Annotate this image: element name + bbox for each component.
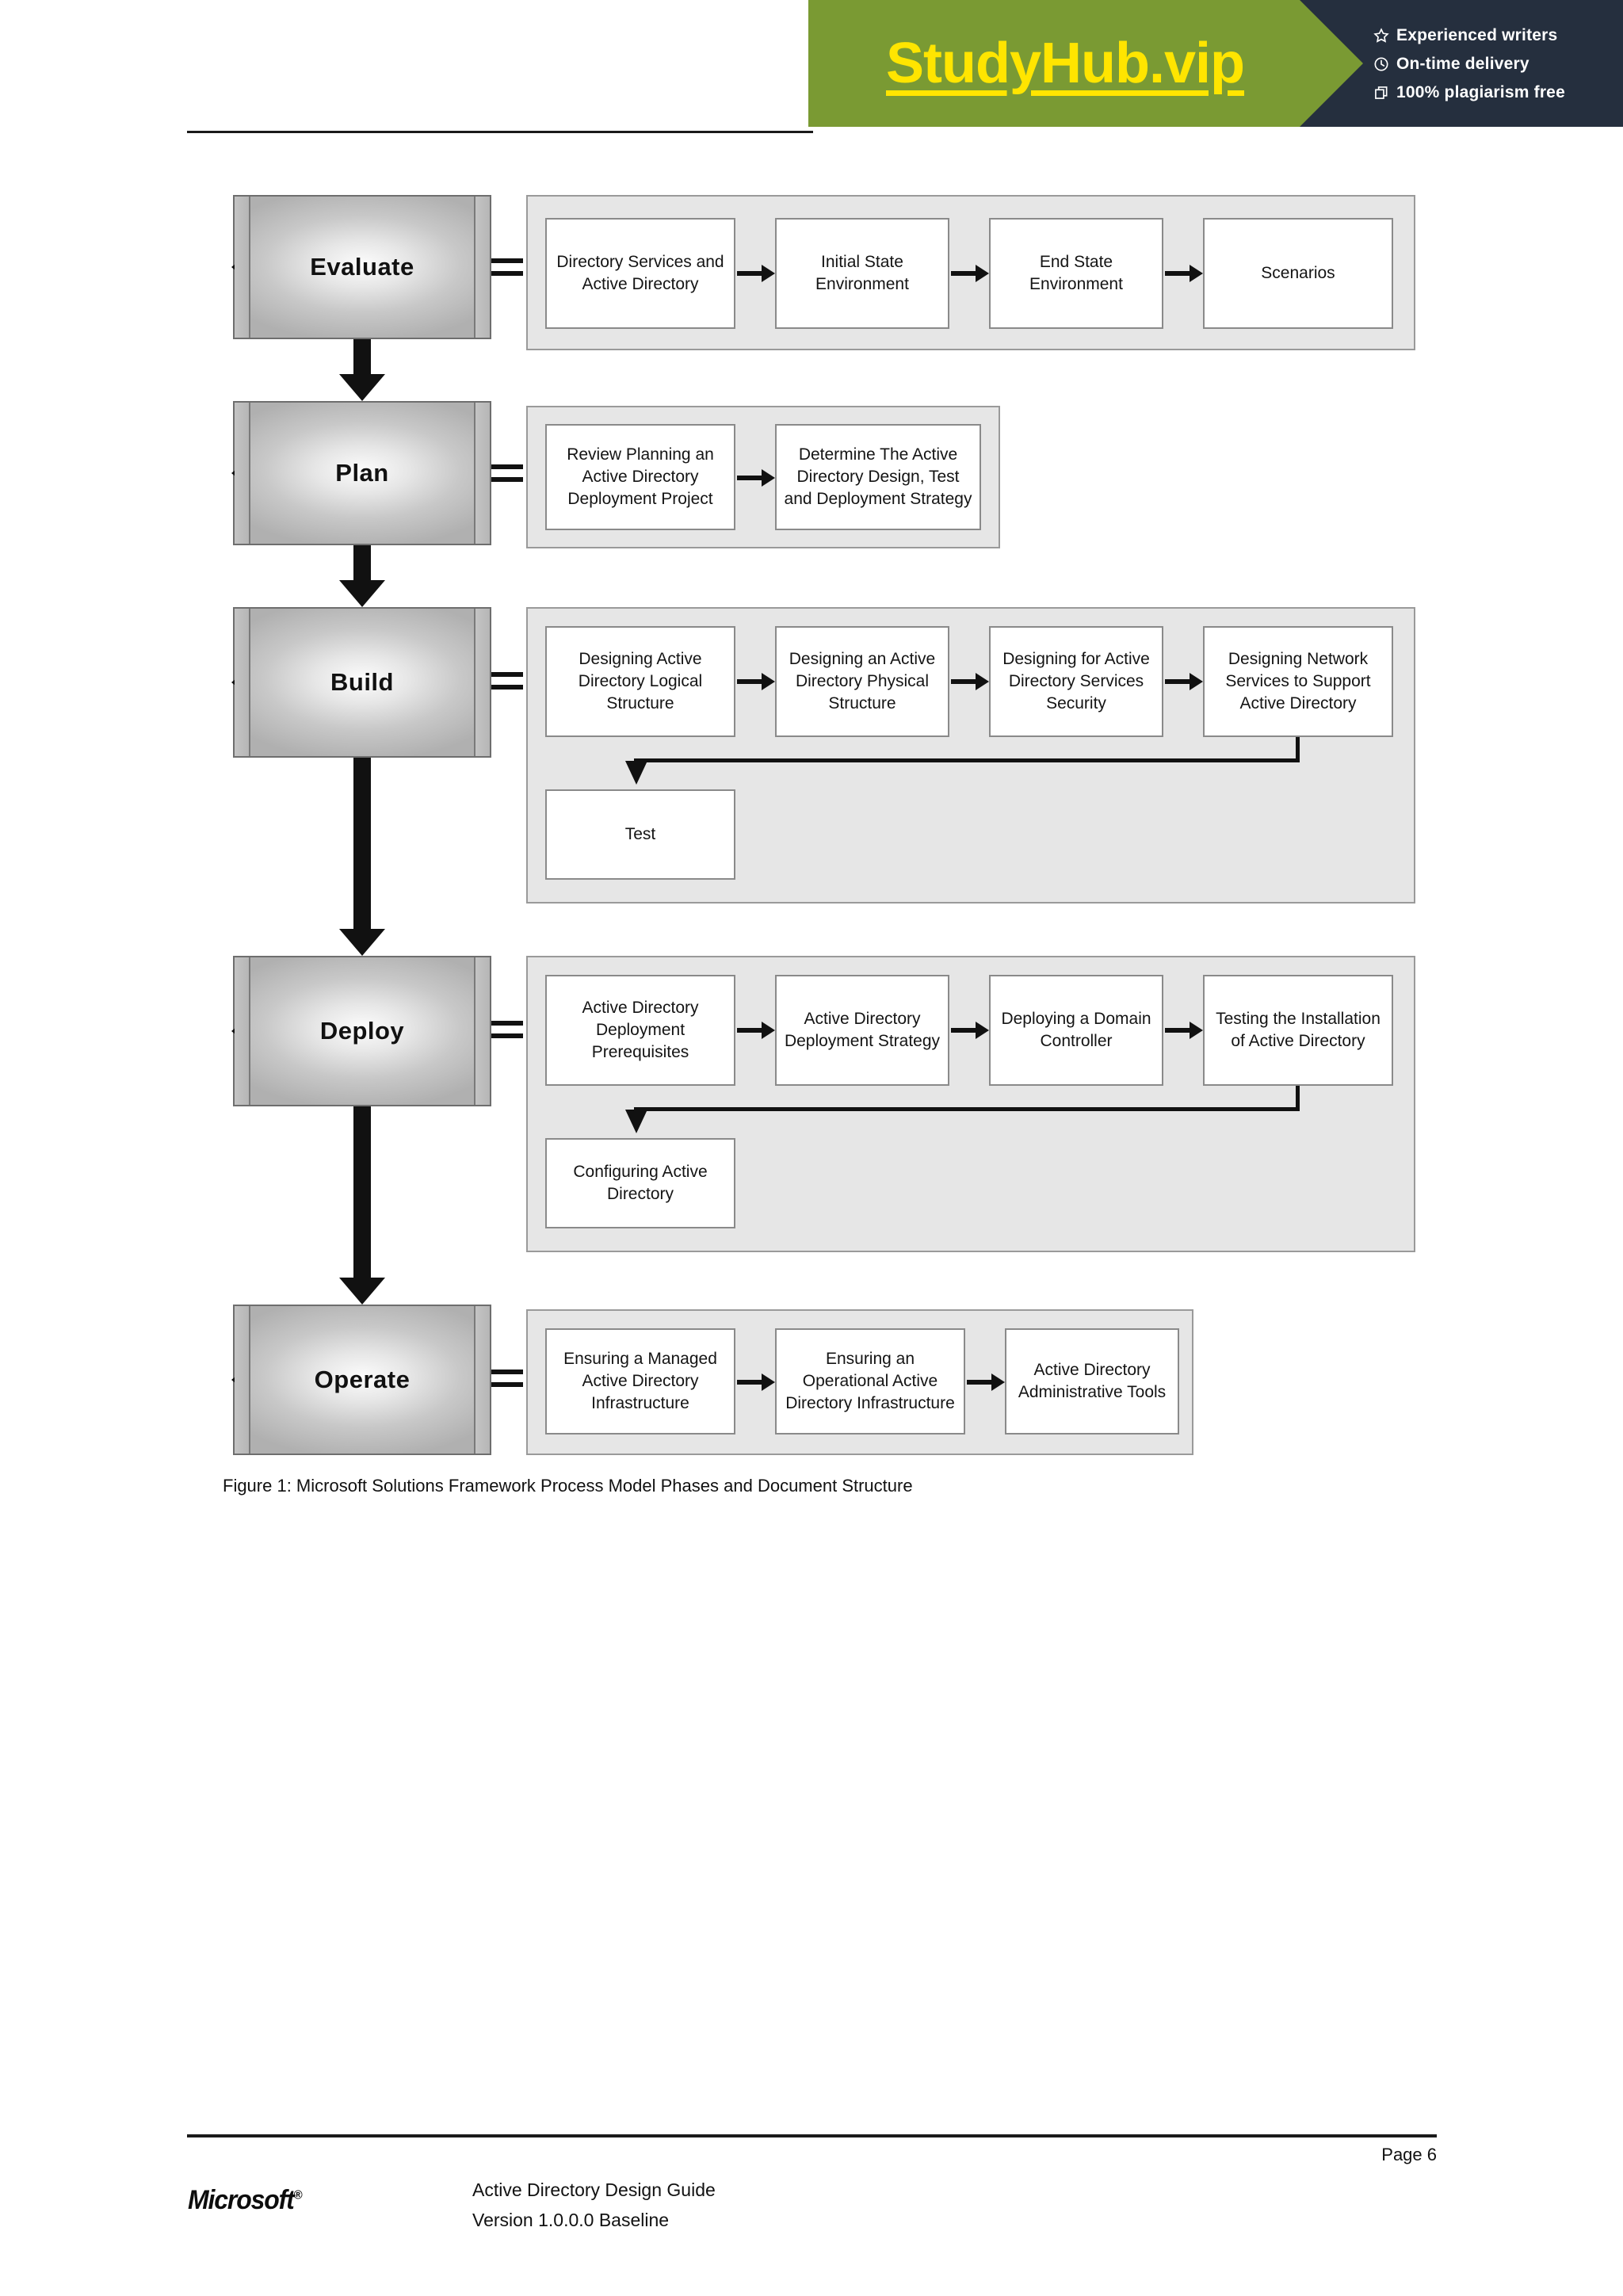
doc-box[interactable]: End State Environment: [989, 218, 1163, 329]
page-number: Page 6: [1381, 2145, 1437, 2164]
promo-bullet-item: Experienced writers: [1373, 26, 1623, 45]
doc-arrow-right: [951, 265, 989, 282]
doc-box[interactable]: Active Directory Deployment Strategy: [775, 975, 949, 1086]
doc-box[interactable]: Determine The Active Directory Design, T…: [775, 424, 981, 530]
phase-arrow-evaluate-to-plan: [339, 339, 385, 401]
clock-icon: [1373, 55, 1390, 73]
promo-bullet-item: On-time delivery: [1373, 55, 1623, 74]
promo-bullet-label: Experienced writers: [1396, 26, 1558, 44]
phase-label: Build: [330, 668, 394, 696]
doc-box[interactable]: Designing an Active Directory Physical S…: [775, 626, 949, 737]
doc-arrow-right: [737, 469, 775, 487]
footer-document-info: Active Directory Design Guide Version 1.…: [472, 2176, 716, 2236]
phase-strip-left: [235, 1306, 250, 1454]
phase-strip-right: [474, 609, 490, 756]
doc-box[interactable]: Designing Network Services to Support Ac…: [1203, 626, 1393, 737]
doc-box[interactable]: Designing Active Directory Logical Struc…: [545, 626, 735, 737]
copy-icon: [1373, 84, 1390, 101]
registered-trademark-icon: ®: [293, 2188, 303, 2202]
phase-label: Operate: [314, 1366, 411, 1393]
footer-rule: [187, 2134, 1437, 2137]
phase-arrow-plan-to-build: [339, 545, 385, 607]
phase-connector: [491, 672, 523, 690]
doc-arrow-right: [951, 1022, 989, 1039]
microsoft-logo-text: Microsoft: [188, 2185, 295, 2215]
doc-box[interactable]: Testing the Installation of Active Direc…: [1203, 975, 1393, 1086]
doc-box[interactable]: Ensuring an Operational Active Directory…: [775, 1328, 965, 1435]
doc-arrow-right: [737, 1022, 775, 1039]
doc-box[interactable]: Review Planning an Active Directory Depl…: [545, 424, 735, 530]
promo-green-panel: [808, 0, 1363, 127]
phase-connector: [491, 1021, 523, 1038]
phase-strip-right: [474, 403, 490, 544]
figure-caption: Figure 1: Microsoft Solutions Framework …: [223, 1476, 913, 1496]
promo-banner: StudyHub.vip Experienced writers On-time…: [808, 0, 1623, 127]
process-model-diagram: Evaluate Directory Services and Active D…: [223, 195, 1415, 1496]
phase-strip-left: [235, 197, 250, 338]
doc-box[interactable]: Configuring Active Directory: [545, 1138, 735, 1228]
doc-arrow-right: [951, 673, 989, 690]
footer-doc-title: Active Directory Design Guide: [472, 2179, 716, 2200]
phase-connector: [491, 464, 523, 482]
doc-arrow-right: [737, 1373, 775, 1391]
phase-box-deploy[interactable]: Deploy: [231, 956, 491, 1106]
promo-brand-link[interactable]: StudyHub.vip: [886, 32, 1245, 95]
doc-arrow-right: [737, 265, 775, 282]
microsoft-logo: Microsoft®: [188, 2185, 307, 2215]
doc-box[interactable]: Test: [545, 789, 735, 880]
footer-doc-version: Version 1.0.0.0 Baseline: [472, 2209, 670, 2230]
promo-bullet-item: 100% plagiarism free: [1373, 83, 1623, 102]
doc-wrap-arrow-build: [625, 737, 1300, 785]
doc-box[interactable]: Initial State Environment: [775, 218, 949, 329]
phase-label: Plan: [335, 459, 389, 487]
doc-box[interactable]: Scenarios: [1203, 218, 1393, 329]
phase-box-plan[interactable]: Plan: [231, 401, 491, 545]
phase-box-evaluate[interactable]: Evaluate: [231, 195, 491, 339]
doc-box[interactable]: Deploying a Domain Controller: [989, 975, 1163, 1086]
phase-arrow-deploy-to-operate: [339, 1106, 385, 1305]
phase-strip-right: [474, 957, 490, 1105]
phase-connector: [491, 1370, 523, 1387]
doc-arrow-right: [1165, 265, 1203, 282]
phase-box-build[interactable]: Build: [231, 607, 491, 758]
doc-box[interactable]: Active Directory Administrative Tools: [1005, 1328, 1179, 1435]
phase-strip-right: [474, 197, 490, 338]
phase-label: Evaluate: [310, 253, 414, 281]
promo-bullet-label: On-time delivery: [1396, 55, 1529, 73]
doc-box[interactable]: Active Directory Deployment Prerequisite…: [545, 975, 735, 1086]
phase-label: Deploy: [319, 1017, 405, 1045]
doc-arrow-right: [737, 673, 775, 690]
star-icon: [1373, 27, 1390, 44]
doc-arrow-right: [1165, 673, 1203, 690]
phase-box-operate[interactable]: Operate: [231, 1305, 491, 1455]
phase-strip-left: [235, 609, 250, 756]
phase-strip-right: [474, 1306, 490, 1454]
doc-box[interactable]: Designing for Active Directory Services …: [989, 626, 1163, 737]
header-rule: [187, 131, 813, 133]
phase-strip-left: [235, 957, 250, 1105]
promo-bullet-label: 100% plagiarism free: [1396, 83, 1565, 101]
doc-arrow-right: [967, 1373, 1005, 1391]
doc-arrow-right: [1165, 1022, 1203, 1039]
promo-bullet-list: Experienced writers On-time delivery 100…: [1373, 13, 1623, 116]
doc-box[interactable]: Ensuring a Managed Active Directory Infr…: [545, 1328, 735, 1435]
doc-box[interactable]: Directory Services and Active Directory: [545, 218, 735, 329]
phase-strip-left: [235, 403, 250, 544]
phase-connector: [491, 258, 523, 276]
doc-wrap-arrow-deploy: [625, 1086, 1300, 1133]
phase-arrow-build-to-deploy: [339, 758, 385, 956]
